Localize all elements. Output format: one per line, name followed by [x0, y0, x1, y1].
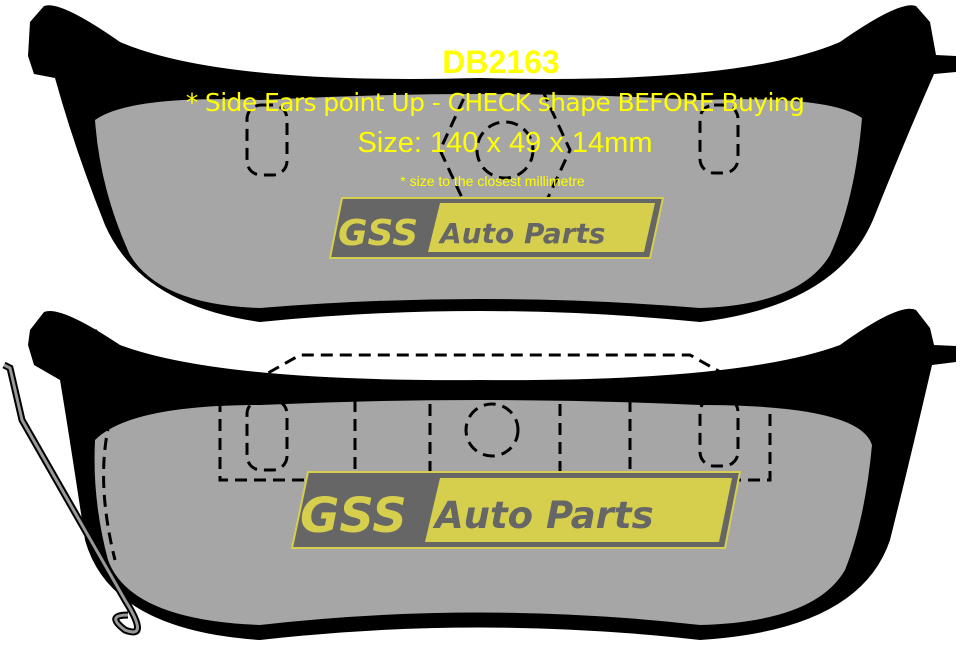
size-note: * size to the closest millimetre	[400, 173, 585, 189]
logo-top: GSS Auto Parts	[328, 197, 665, 259]
logo-gss-text: GSS	[300, 488, 407, 544]
pad-size: Size: 140 x 49 x 14mm	[357, 127, 653, 159]
logo-autoparts-text: Auto Parts	[438, 217, 605, 250]
orientation-note: * Side Ears point Up - CHECK shape BEFOR…	[185, 88, 805, 117]
product-code: DB2163	[442, 44, 560, 80]
logo-bottom: GSS Auto Parts	[290, 471, 742, 549]
logo-autoparts-text: Auto Parts	[432, 494, 654, 537]
logo-gss-text: GSS	[338, 213, 418, 254]
